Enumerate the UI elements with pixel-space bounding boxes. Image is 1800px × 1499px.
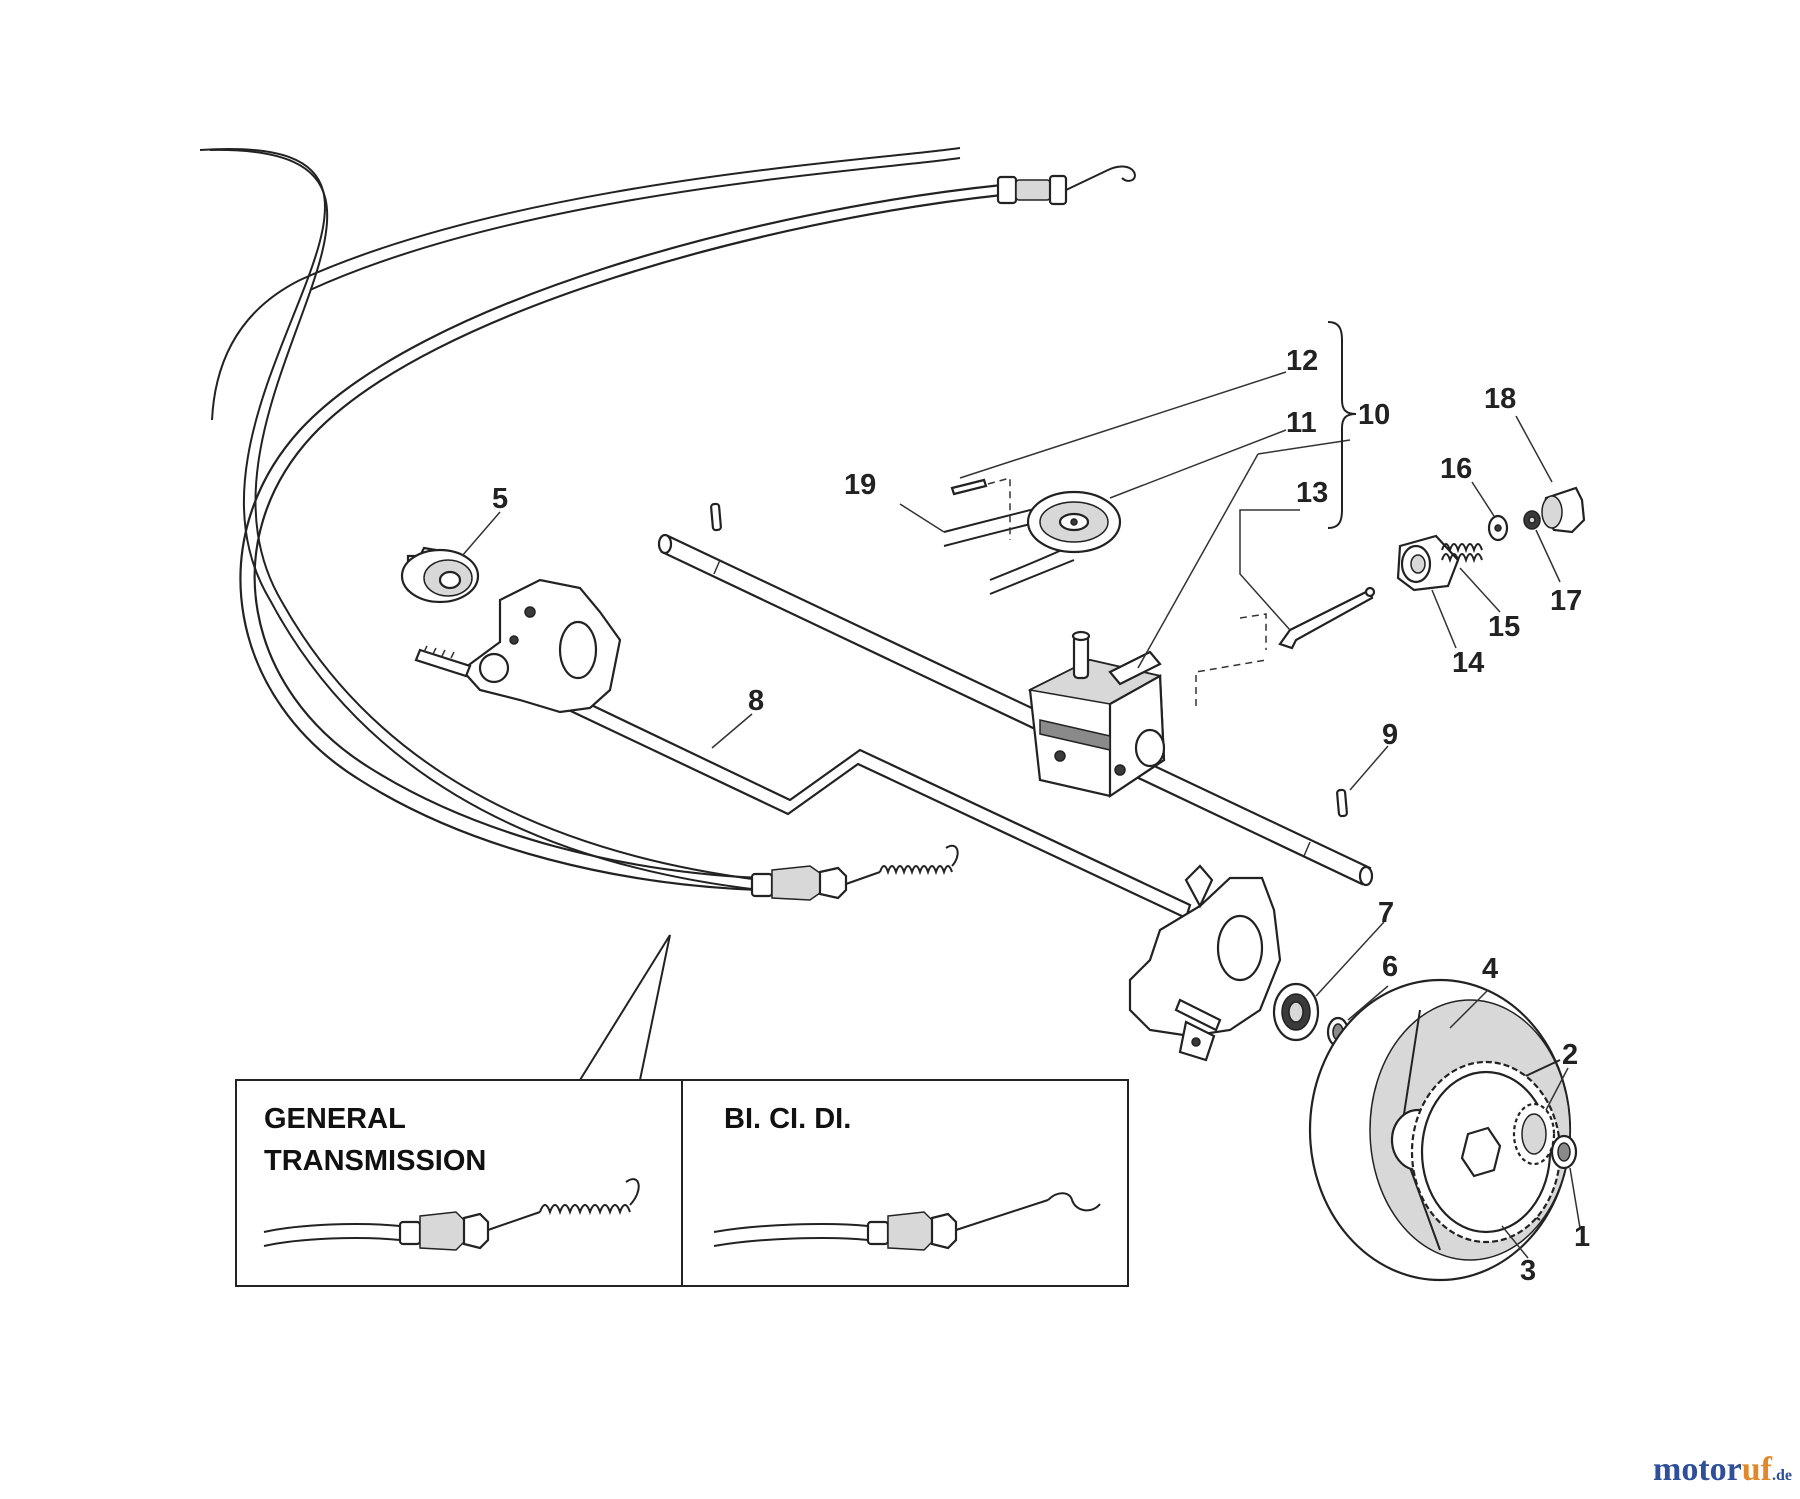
inset-pointer [579, 934, 671, 1081]
knob-spring [1441, 543, 1483, 564]
cable-loop [239, 183, 1003, 892]
general-transmission-cable [263, 1178, 640, 1251]
wheel-nut [1550, 1134, 1578, 1170]
small-gear [1512, 1102, 1556, 1166]
callout-1: 1 [1574, 1221, 1590, 1253]
callout-11: 11 [1286, 407, 1317, 439]
callout-9: 9 [1382, 719, 1398, 751]
callout-15: 15 [1488, 611, 1520, 643]
callout-13: 13 [1296, 477, 1328, 509]
callout-18: 18 [1484, 383, 1516, 415]
leader-lines [461, 371, 1581, 1259]
roll-pin-9 [1336, 788, 1348, 818]
cable-top-fitting [996, 165, 1136, 206]
callout-17: 17 [1550, 585, 1582, 617]
knob-housing [1396, 534, 1460, 592]
knob-washer [1487, 514, 1509, 542]
rod-dashes [1195, 613, 1267, 706]
callout-6: 6 [1382, 951, 1398, 983]
left-height-bracket [414, 578, 622, 714]
knob-cap [1541, 486, 1586, 534]
group-brace-10 [1327, 321, 1357, 529]
callout-5: 5 [492, 483, 508, 515]
pulley-dashes [987, 477, 1011, 540]
callout-8: 8 [748, 685, 764, 717]
inset-title-general-line1: GENERAL [264, 1103, 406, 1135]
cable-variants-inset: GENERAL TRANSMISSION BI. CI. DI. [235, 1079, 1129, 1287]
bi-ci-di-cable [713, 1192, 1101, 1251]
right-height-bracket [1128, 864, 1282, 1062]
callout-12: 12 [1286, 345, 1318, 377]
callout-16: 16 [1440, 453, 1472, 485]
callout-7: 7 [1378, 897, 1394, 929]
control-cable [199, 147, 961, 891]
gearbox [1027, 630, 1166, 799]
roll-pin-top [710, 502, 722, 532]
cable-bottom-fitting [750, 844, 959, 901]
watermark-logo: motoruf.de [1653, 1451, 1792, 1489]
watermark-main: motoruf [1653, 1451, 1772, 1488]
wheel-gear [1410, 1060, 1562, 1244]
drive-pulley [1026, 490, 1122, 554]
callout-3: 3 [1520, 1255, 1536, 1287]
pinion-gear [400, 546, 480, 604]
callout-4: 4 [1482, 953, 1498, 985]
watermark-suffix: .de [1772, 1467, 1792, 1484]
callout-2: 2 [1562, 1039, 1578, 1071]
inset-title-bi-ci-di: BI. CI. DI. [724, 1103, 851, 1135]
callout-19: 19 [844, 469, 876, 501]
adjuster-rod [1278, 586, 1376, 650]
pulley-pin [950, 478, 988, 496]
callout-10: 10 [1358, 399, 1390, 431]
knob-nut [1523, 510, 1541, 530]
wheel-bearing [1272, 982, 1320, 1042]
inset-title-general-line2: TRANSMISSION [264, 1145, 486, 1177]
callout-14: 14 [1452, 647, 1484, 679]
